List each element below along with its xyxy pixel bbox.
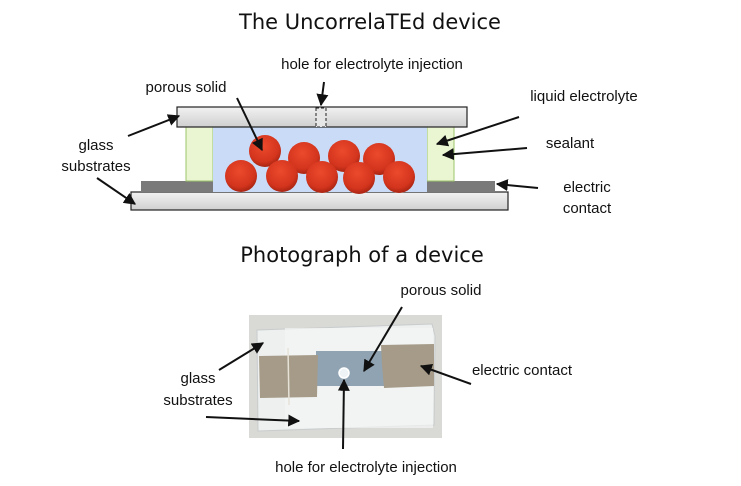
label-liquid-electrolyte: liquid electrolyte	[530, 88, 638, 105]
bottom-glass-substrate	[130, 191, 509, 211]
label-contact-schematic-2: contact	[563, 200, 612, 217]
sealant-left	[185, 126, 214, 182]
photo-title: Photograph of a device	[240, 243, 484, 267]
particle	[225, 160, 257, 192]
arrow-hole-schematic	[316, 81, 329, 107]
arrow-glass-top-photo	[218, 342, 265, 371]
particle	[266, 160, 298, 192]
label-electric-contact-photo: electric contact	[472, 362, 573, 379]
arrow-sealant	[441, 147, 528, 161]
label-sealant: sealant	[546, 135, 595, 152]
injection-hole	[315, 107, 327, 128]
label-hole-photo: hole for electrolyte injection	[275, 459, 457, 476]
arrow-glass-bottom-schematic	[96, 177, 136, 205]
arrow-contact-schematic	[495, 179, 539, 192]
label-porous-solid-photo: porous solid	[401, 282, 482, 299]
arrow-glass-top-schematic	[127, 114, 181, 137]
schematic-title: The UncorrelaTEd device	[238, 10, 501, 34]
label-porous-solid-schematic: porous solid	[146, 79, 227, 96]
label-glass-schematic-1: glass	[78, 137, 113, 154]
arrow-porous-solid-schematic	[236, 97, 263, 152]
arrow-porous-solid-photo	[363, 306, 403, 373]
label-glass-photo-2: substrates	[163, 392, 232, 409]
glass-edge-line	[287, 347, 290, 406]
arrow-glass-bottom-photo	[205, 414, 301, 427]
schematic-device	[130, 106, 509, 211]
particle	[343, 162, 375, 194]
particle	[383, 161, 415, 193]
label-contact-schematic-1: electric	[563, 179, 611, 196]
arrow-liquid-electrolyte	[435, 116, 520, 147]
label-hole-schematic: hole for electrolyte injection	[281, 56, 463, 73]
photo-injection-hole	[338, 367, 350, 379]
label-glass-photo-1: glass	[180, 370, 215, 387]
particle	[306, 161, 338, 193]
label-glass-schematic-2: substrates	[61, 158, 130, 175]
electric-contact-right	[381, 344, 434, 388]
arrow-electric-contact-photo	[419, 364, 472, 385]
arrow-hole-photo	[337, 378, 350, 450]
